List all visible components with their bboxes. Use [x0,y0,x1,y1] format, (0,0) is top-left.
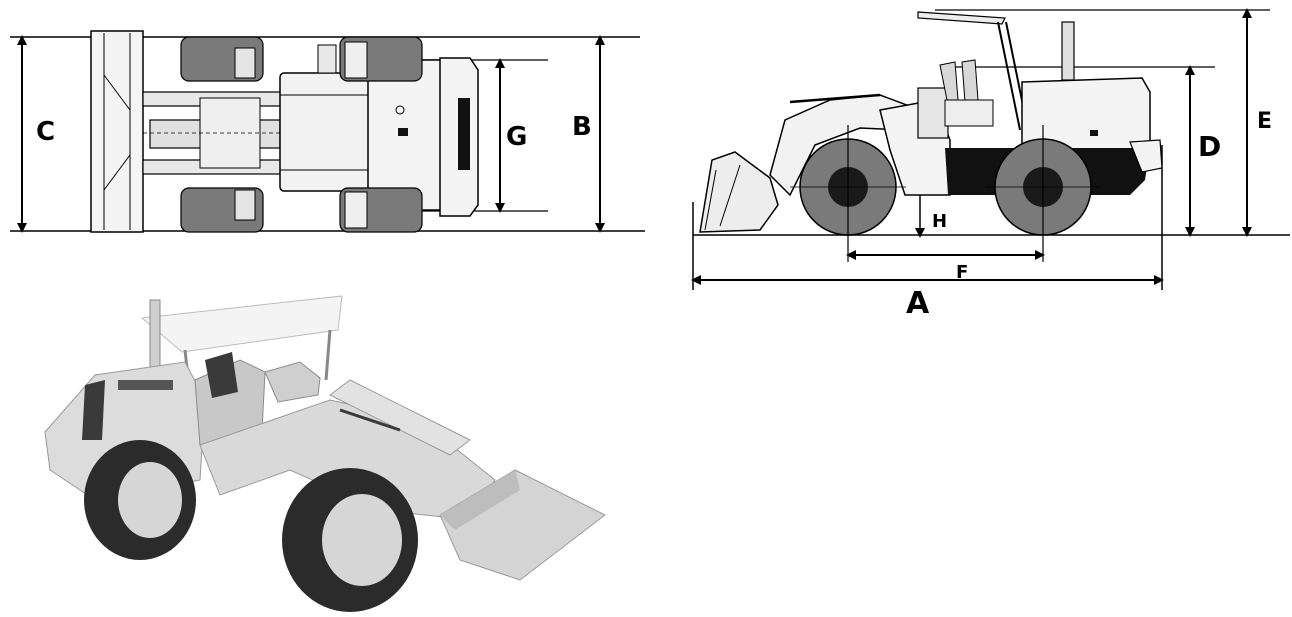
bucket-side [699,151,779,233]
label-e: E [1257,109,1272,134]
label-d: D [1198,130,1221,163]
top-view: C B G [10,30,645,233]
counterweight-top [458,98,470,170]
label-b: B [572,112,592,142]
label-c: C [36,117,55,147]
label-h: H [932,211,947,232]
label-g: G [506,122,527,152]
side-view: A F H D E [691,7,1290,321]
bucket-top [90,30,144,233]
cab-top [279,72,371,192]
label-a: A [906,286,930,321]
engine-hood-side [1021,77,1151,151]
label-f: F [956,262,968,283]
loader-illustration [44,295,606,612]
